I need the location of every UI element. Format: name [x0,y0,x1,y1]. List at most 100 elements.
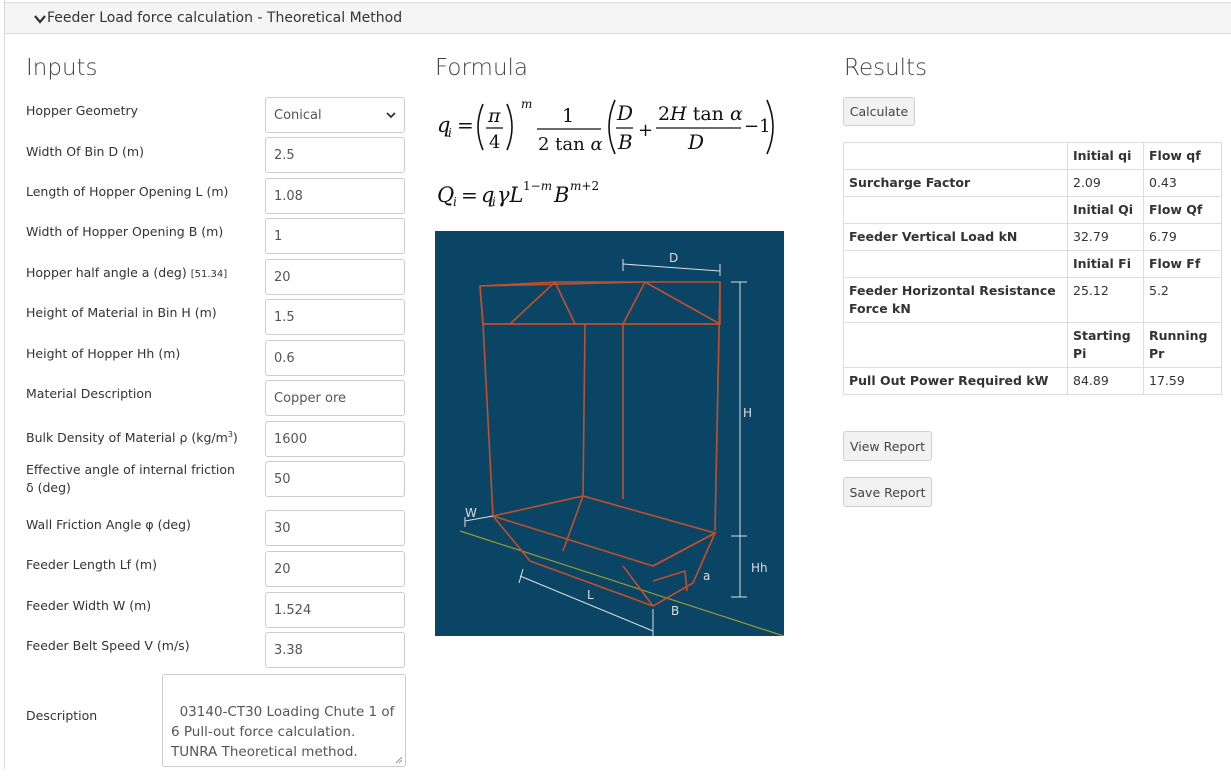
svg-text:q: q [437,113,450,137]
table-row: Feeder Vertical Load kN 32.79 6.79 [843,223,1222,251]
bulk-density-input[interactable]: 1600 [265,421,405,457]
row-value: 84.89 [1067,367,1144,395]
hopper-geometry-select[interactable]: Conical [265,97,405,133]
bin-width-label: Width Of Bin D (m) [26,144,144,159]
half-angle-label: Hopper half angle a (deg) [51.34] [26,265,228,280]
formula-qi-equation: q i = π 4 m 1 2 tan α D B + 2H tan α D −… [437,97,774,155]
svg-text:4: 4 [489,132,500,153]
table-header-row: Initial Qi Flow Qf [843,196,1222,224]
svg-text:m: m [521,97,532,111]
table-header-row: Initial Fi Flow Ff [843,250,1222,278]
row-value: 25.12 [1067,277,1144,323]
table-row: Pull Out Power Required kW 84.89 17.59 [843,367,1222,395]
chevron-down-icon [386,112,396,119]
half-angle-input[interactable]: 20 [265,259,405,295]
opening-width-input[interactable]: 1 [265,218,405,254]
hopper-diagram: D H Hh W L B a [435,231,784,636]
save-report-button[interactable]: Save Report [843,477,932,507]
belt-speed-input[interactable]: 3.38 [265,632,405,668]
table-header-cell: Starting Pi [1067,322,1144,368]
calculate-button[interactable]: Calculate [843,97,915,126]
dimension-label-a: a [703,569,710,583]
svg-text:2 tan α: 2 tan α [538,134,603,155]
svg-text:π: π [487,105,501,127]
dimension-label-Hh: Hh [751,561,768,575]
row-value: 17.59 [1143,367,1222,395]
row-value: 5.2 [1143,277,1222,323]
hopper-height-input[interactable]: 0.6 [265,340,405,376]
dimension-label-L: L [587,588,594,602]
inputs-title: Inputs [26,55,98,81]
table-header-cell: Initial Fi [1067,250,1144,278]
wall-friction-input[interactable]: 30 [265,510,405,546]
dimension-label-H: H [743,406,752,420]
table-header-cell: Running Pr [1143,322,1222,368]
svg-text:−1: −1 [744,116,771,137]
feeder-width-label: Feeder Width W (m) [26,598,152,613]
feeder-length-input[interactable]: 20 [265,551,405,587]
svg-text:B: B [553,183,569,207]
svg-text:=: = [461,183,478,207]
view-report-button[interactable]: View Report [843,431,932,461]
material-description-input[interactable]: Copper ore [265,380,405,416]
panel-title: Feeder Load force calculation - Theoreti… [47,10,403,26]
material-description-label: Material Description [26,386,152,401]
svg-text:i: i [453,195,457,209]
svg-text:=: = [457,113,474,137]
svg-text:B: B [617,130,633,154]
results-title: Results [844,55,928,81]
opening-width-label: Width of Hopper Opening B (m) [26,224,224,239]
material-height-input[interactable]: 1.5 [265,299,405,335]
belt-speed-label: Feeder Belt Speed V (m/s) [26,638,190,653]
svg-text:Q: Q [437,183,454,207]
row-label: Pull Out Power Required kW [843,367,1068,395]
row-value: 6.79 [1143,223,1222,251]
formula-title: Formula [435,55,528,81]
table-header-cell [843,196,1068,224]
table-row: Surcharge Factor 2.09 0.43 [843,169,1222,197]
svg-text:1: 1 [562,105,574,127]
svg-text:i: i [448,126,452,140]
table-header-cell [843,322,1068,368]
table-header-cell: Flow Ff [1143,250,1222,278]
svg-text:1−m: 1−m [523,179,552,193]
svg-text:γL: γL [497,183,524,207]
row-value: 0.43 [1143,169,1222,197]
description-label: Description [26,708,98,723]
page-left-border [4,0,5,769]
table-header-row: Initial qi Flow qf [843,142,1222,170]
chevron-down-icon[interactable] [34,14,46,24]
bin-width-input[interactable]: 2.5 [265,137,405,173]
internal-friction-label: Effective angle of internal friction δ (… [26,462,235,495]
bulk-density-label: Bulk Density of Material ρ (kg/m3) [26,430,238,446]
results-table: Initial qi Flow qf Surcharge Factor 2.09… [843,142,1222,395]
hopper-geometry-label: Hopper Geometry [26,103,139,118]
svg-text:2H tan α: 2H tan α [658,103,743,125]
opening-length-label: Length of Hopper Opening L (m) [26,184,229,199]
dimension-label-W: W [465,506,477,520]
svg-text:D: D [616,101,633,125]
wall-friction-label: Wall Friction Angle φ (deg) [26,517,191,532]
description-textarea[interactable]: 03140-CT30 Loading Chute 1 of 6 Pull-out… [162,674,406,767]
internal-friction-input[interactable]: 50 [265,461,405,497]
panel-header[interactable]: Feeder Load force calculation - Theoreti… [5,2,1231,34]
formula-Qi-equation: Q i = q i γL 1−m B m+2 [437,179,599,209]
dimension-label-B: B [671,604,679,618]
opening-length-input[interactable]: 1.08 [265,178,405,214]
row-label: Feeder Horizontal Resistance Force kN [843,277,1068,323]
table-header-cell: Flow qf [1143,142,1222,170]
row-value: 2.09 [1067,169,1144,197]
resize-grip-icon[interactable] [395,756,403,764]
svg-text:D: D [687,130,704,154]
table-row: Feeder Horizontal Resistance Force kN 25… [843,277,1222,323]
table-header-cell: Initial qi [1067,142,1144,170]
table-header-cell [843,250,1068,278]
table-header-row: Starting Pi Running Pr [843,322,1222,368]
material-height-label: Height of Material in Bin H (m) [26,305,217,320]
svg-text:m+2: m+2 [570,179,599,193]
feeder-width-input[interactable]: 1.524 [265,592,405,628]
table-header-cell: Flow Qf [1143,196,1222,224]
hopper-height-label: Height of Hopper Hh (m) [26,346,181,361]
svg-text:q: q [481,183,494,207]
row-value: 32.79 [1067,223,1144,251]
